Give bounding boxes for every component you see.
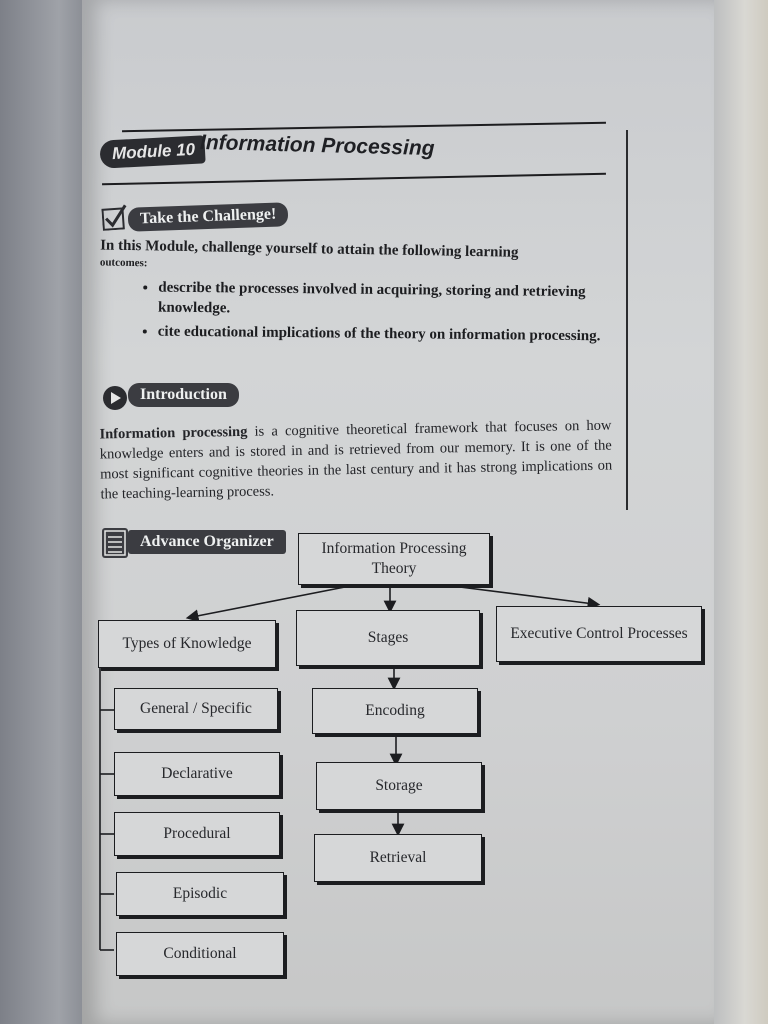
book-page: Module 10 Information Processing Take th… <box>82 0 714 1024</box>
facing-page-edge <box>0 0 84 1024</box>
page-stack-edge <box>710 0 768 1024</box>
diagram-connectors <box>99 585 601 951</box>
executive-control-node: Executive Control Processes <box>496 606 702 662</box>
stages-node: Stages <box>296 610 480 666</box>
play-icon <box>103 386 127 410</box>
types-of-knowledge-node: Types of Knowledge <box>98 620 276 668</box>
stage-retrieval: Retrieval <box>314 834 482 882</box>
organizer-icon <box>102 528 128 558</box>
margin-rule <box>626 130 628 510</box>
organizer-badge: Advance Organizer <box>128 530 286 554</box>
stage-storage: Storage <box>316 762 482 810</box>
checkmark-icon <box>101 204 127 231</box>
knowledge-type-general-specific: General / Specific <box>114 688 278 730</box>
root-node: Information Processing Theory <box>298 533 490 585</box>
knowledge-type-episodic: Episodic <box>116 872 284 916</box>
knowledge-type-conditional: Conditional <box>116 932 284 976</box>
stage-encoding: Encoding <box>312 688 478 734</box>
knowledge-type-declarative: Declarative <box>114 752 280 796</box>
introduction-badge: Introduction <box>128 383 239 407</box>
knowledge-type-procedural: Procedural <box>114 812 280 856</box>
